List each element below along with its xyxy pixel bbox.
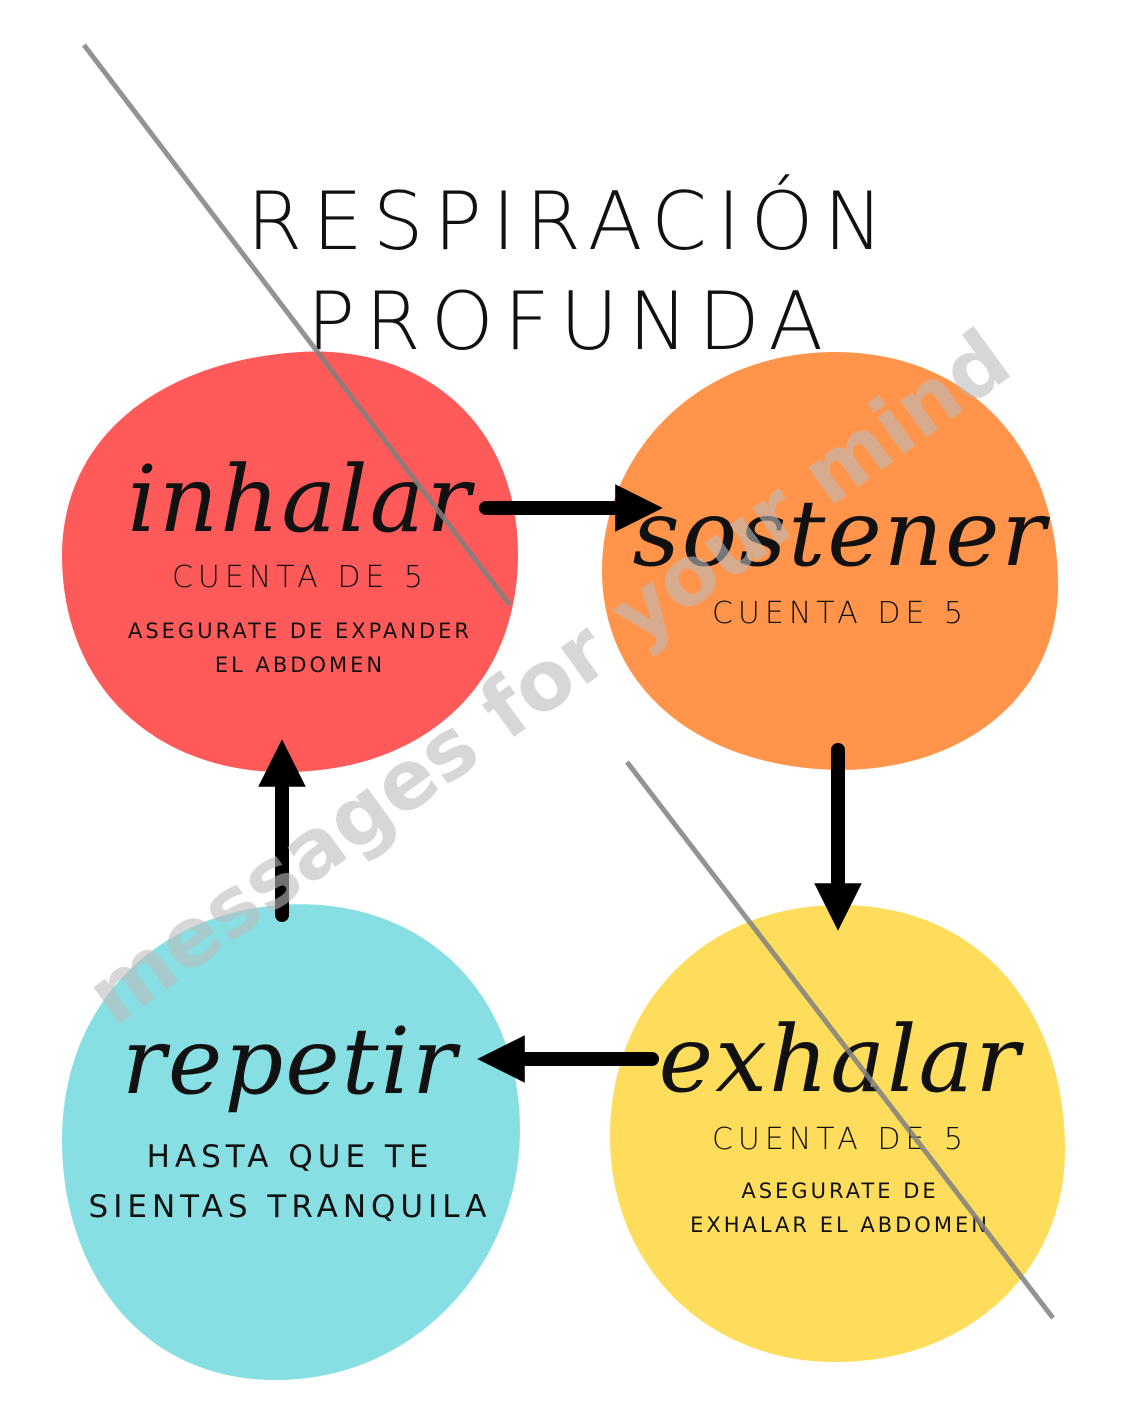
blob-sostener xyxy=(601,351,1059,770)
repetir-text-group: repetir HASTA QUE TE SIENTAS TRANQUILA xyxy=(80,1012,500,1232)
step-label-repetir: repetir xyxy=(121,1008,459,1115)
step-label-inhalar: inhalar xyxy=(127,446,473,553)
step-count-exhalar: CUENTA DE 5 xyxy=(711,1122,969,1157)
exhalar-text-group: exhalar CUENTA DE 5 ASEGURATE DE EXHALAR… xyxy=(630,1010,1050,1242)
step-label-sostener: sostener xyxy=(632,480,1048,587)
step-count-sostener: CUENTA DE 5 xyxy=(711,596,969,631)
step-detail-repetir-line2: SIENTAS TRANQUILA xyxy=(88,1189,492,1225)
sostener-text-group: sostener CUENTA DE 5 xyxy=(630,484,1050,634)
inhalar-text-group: inhalar CUENTA DE 5 ASEGURATE DE EXPANDE… xyxy=(90,450,510,682)
blob-repetir xyxy=(62,904,520,1380)
step-note-inhalar-line1: ASEGURATE DE EXPANDER xyxy=(127,619,473,643)
step-detail-repetir-line1: HASTA QUE TE xyxy=(146,1139,434,1175)
step-note-exhalar-line2: EXHALAR EL ABDOMEN xyxy=(690,1213,990,1237)
step-count-inhalar: CUENTA DE 5 xyxy=(171,560,429,595)
step-label-exhalar: exhalar xyxy=(658,1006,1022,1113)
step-note-inhalar-line2: EL ABDOMEN xyxy=(214,653,386,677)
step-note-exhalar-line1: ASEGURATE DE xyxy=(741,1179,939,1203)
page-title: RESPIRACIÓN PROFUNDA xyxy=(246,175,894,368)
